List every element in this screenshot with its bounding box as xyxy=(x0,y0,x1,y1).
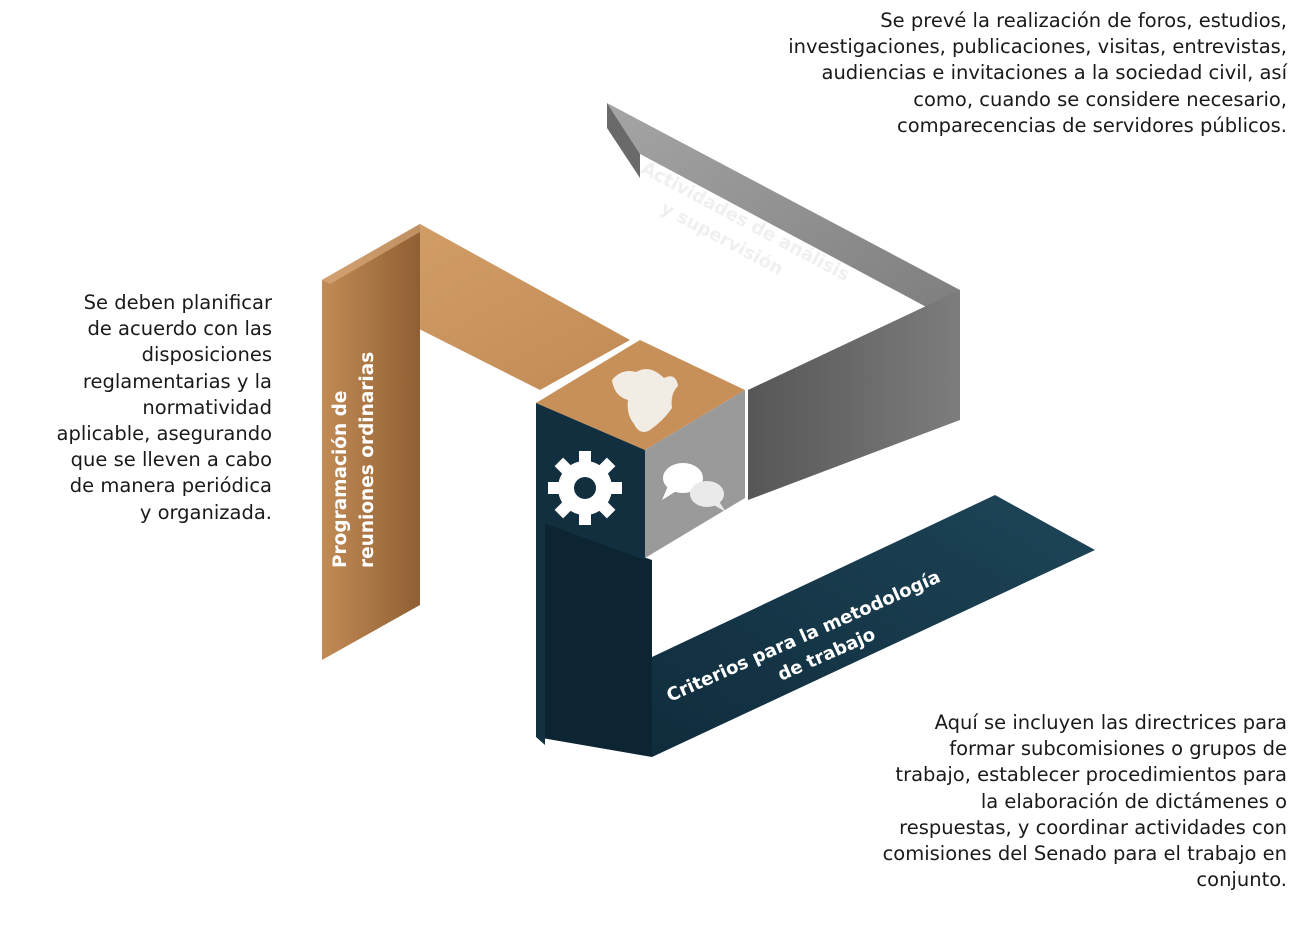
copper-arm-label-line1: Programación de xyxy=(330,391,351,568)
grey-arm-side xyxy=(607,103,640,178)
navy-arm-vertical xyxy=(536,520,652,757)
grey-arm-vertical xyxy=(748,290,960,500)
copper-arm-edge xyxy=(322,224,420,284)
navy-arm-diagonal xyxy=(652,495,1095,757)
copper-arm-vertical xyxy=(322,224,420,660)
speech-bubbles-icon xyxy=(662,463,726,512)
description-ordinary-meetings: Se deben planificar de acuerdo con las d… xyxy=(56,291,273,524)
grey-arm-diagonal xyxy=(607,103,960,325)
description-work-methodology: Aquí se incluyen las directrices para fo… xyxy=(882,711,1287,892)
navy-arm-front xyxy=(536,520,545,745)
description-analysis-activities: Se prevé la realización de foros, estudi… xyxy=(788,9,1287,137)
gear-icon xyxy=(548,451,622,525)
hands-icon xyxy=(612,369,678,432)
copper-arm-label: Programación de reuniones ordinarias xyxy=(330,352,378,568)
copper-arm-label-line2: reuniones ordinarias xyxy=(357,352,378,568)
